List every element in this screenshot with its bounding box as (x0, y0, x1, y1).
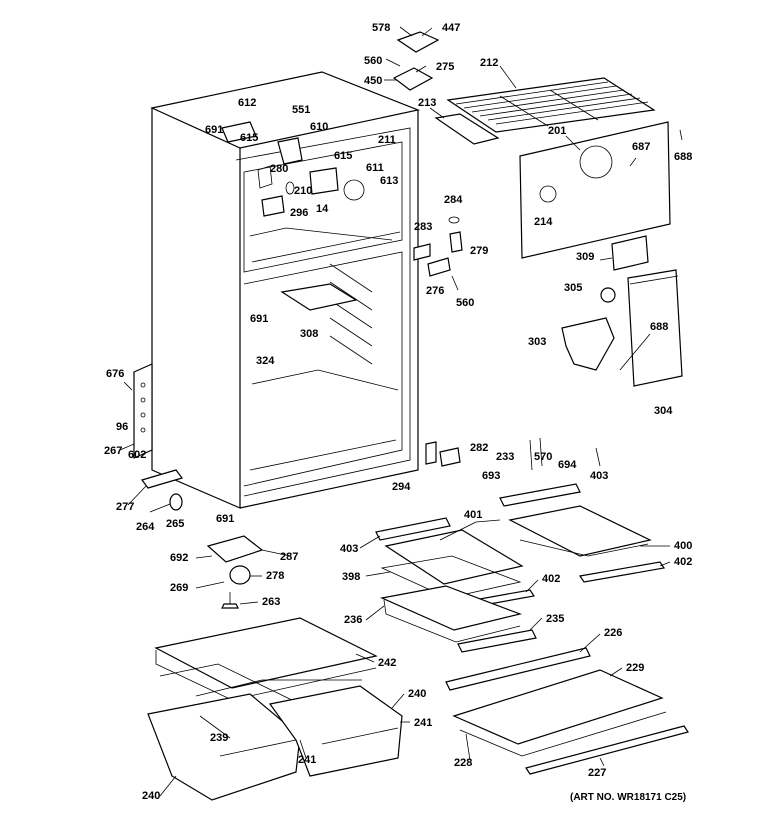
callout-239: 239 (210, 732, 228, 744)
callout-402: 402 (542, 573, 560, 585)
callout-400: 400 (674, 540, 692, 552)
callout-265: 265 (166, 518, 184, 530)
callout-233: 233 (496, 451, 514, 463)
callout-691: 691 (216, 513, 234, 525)
callout-403: 403 (590, 470, 608, 482)
callout-602: 602 (128, 449, 146, 461)
callout-214: 214 (534, 216, 553, 228)
callout-450: 450 (364, 75, 382, 87)
lower-parts-drawing (147, 437, 689, 801)
callout-691: 691 (250, 313, 268, 325)
callout-201: 201 (548, 125, 566, 137)
art-number: (ART NO. WR18171 C25) (570, 792, 686, 803)
callout-228: 228 (454, 757, 472, 769)
callout-401: 401 (464, 509, 482, 521)
callout-14: 14 (316, 203, 329, 215)
callout-692: 692 (170, 552, 188, 564)
callout-275: 275 (436, 61, 454, 73)
callout-551: 551 (292, 104, 310, 116)
callout-280: 280 (270, 163, 288, 175)
callout-240: 240 (142, 790, 160, 802)
callout-229: 229 (626, 662, 644, 674)
cabinet-drawing (133, 71, 421, 513)
callout-269: 269 (170, 582, 188, 594)
callout-560: 560 (456, 297, 474, 309)
callout-691: 691 (205, 124, 223, 136)
callout-611: 611 (366, 162, 384, 174)
callout-276: 276 (426, 285, 444, 297)
callout-309: 309 (576, 251, 594, 263)
callout-303: 303 (528, 336, 546, 348)
callout-296: 296 (290, 207, 308, 219)
callout-615: 615 (240, 132, 258, 144)
callout-241: 241 (414, 717, 432, 729)
callout-610: 610 (310, 121, 328, 133)
callout-615: 615 (334, 150, 352, 162)
callout-294: 294 (392, 481, 411, 493)
callout-212: 212 (480, 57, 498, 69)
callout-447: 447 (442, 22, 460, 34)
callout-694: 694 (558, 459, 577, 471)
callout-560: 560 (364, 55, 382, 67)
callout-570: 570 (534, 451, 552, 463)
callout-226: 226 (604, 627, 622, 639)
callout-labels: 578 447 560 275 450 212 213 201 687 688 … (104, 22, 692, 803)
callout-687: 687 (632, 141, 650, 153)
callout-688: 688 (650, 321, 668, 333)
callout-235: 235 (546, 613, 564, 625)
callout-242: 242 (378, 657, 396, 669)
callout-284: 284 (444, 194, 463, 206)
callout-282: 282 (470, 442, 488, 454)
callout-227: 227 (588, 767, 606, 779)
callout-613: 613 (380, 175, 398, 187)
callout-287: 287 (280, 551, 298, 563)
callout-240: 240 (408, 688, 426, 700)
callout-676: 676 (106, 368, 124, 380)
callout-305: 305 (564, 282, 582, 294)
callout-211: 211 (378, 134, 396, 146)
callout-308: 308 (300, 328, 318, 340)
callout-283: 283 (414, 221, 432, 233)
callout-96: 96 (116, 421, 128, 433)
callout-324: 324 (256, 355, 275, 367)
callout-398: 398 (342, 571, 360, 583)
callout-402: 402 (674, 556, 692, 568)
callout-210: 210 (294, 185, 312, 197)
callout-277: 277 (116, 501, 134, 513)
callout-213: 213 (418, 97, 436, 109)
callout-693: 693 (482, 470, 500, 482)
callout-236: 236 (344, 614, 362, 626)
top-parts-drawing (385, 26, 683, 387)
leader-lines (119, 27, 671, 797)
callout-278: 278 (266, 570, 284, 582)
callout-263: 263 (262, 596, 280, 608)
callout-403: 403 (340, 543, 358, 555)
callout-304: 304 (654, 405, 673, 417)
callout-264: 264 (136, 521, 155, 533)
callout-241: 241 (298, 754, 316, 766)
callout-267: 267 (104, 445, 122, 457)
callout-578: 578 (372, 22, 390, 34)
callout-612: 612 (238, 97, 256, 109)
callout-688: 688 (674, 151, 692, 163)
callout-279: 279 (470, 245, 488, 257)
